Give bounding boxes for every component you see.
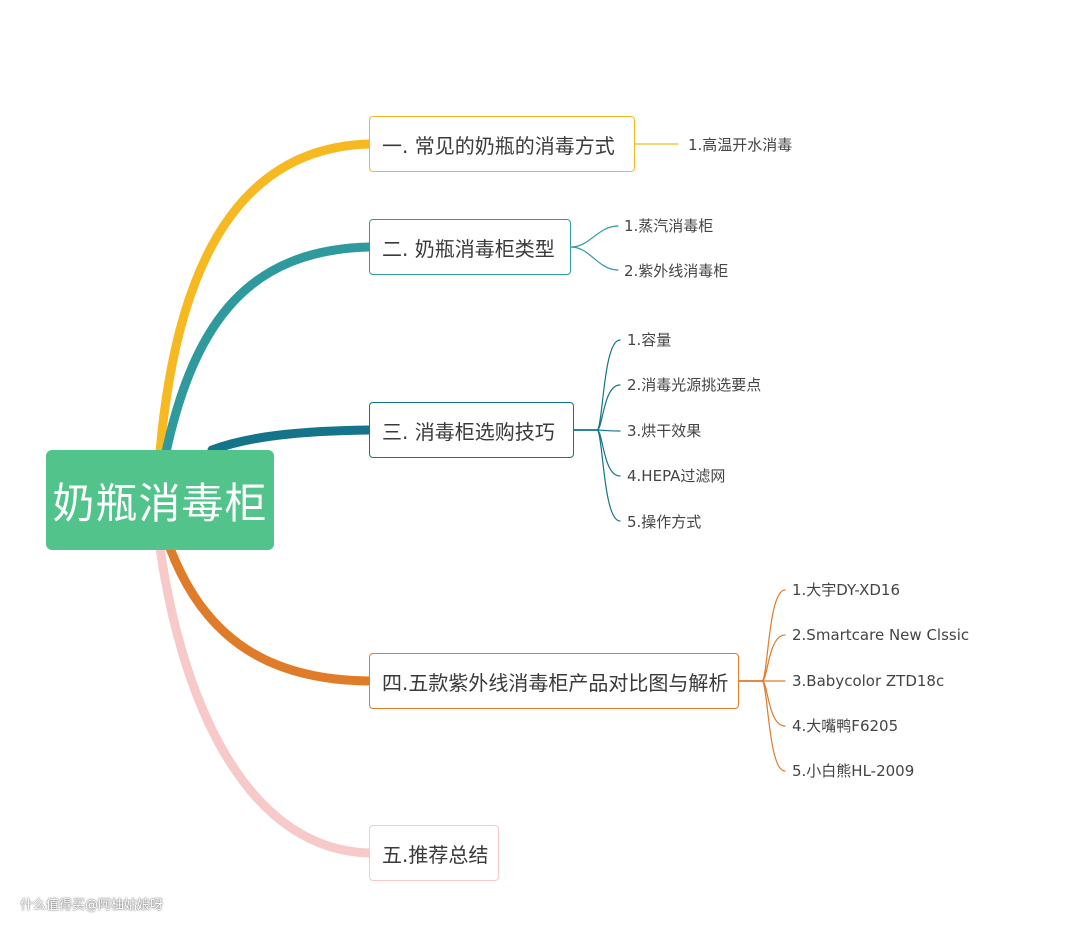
branch-connector-2 xyxy=(161,242,374,457)
leaf-connector-3-4 xyxy=(573,429,621,477)
leaf-connector-3-5 xyxy=(573,429,621,522)
leaf-3-3[interactable]: 3.烘干效果 xyxy=(627,422,702,440)
branch-connector-1 xyxy=(155,139,374,457)
leaf-4-3[interactable]: 3.Babycolor ZTD18c xyxy=(792,672,945,690)
leaf-connector-2-2 xyxy=(570,246,619,271)
branch-node-1[interactable]: 一. 常见的奶瓶的消毒方式 xyxy=(369,116,635,172)
leaf-3-4[interactable]: 4.HEPA过滤网 xyxy=(627,467,726,485)
leaf-connector-2-1 xyxy=(570,225,619,248)
leaf-connector-3-2 xyxy=(573,384,621,431)
branch-connector-4 xyxy=(165,543,374,686)
leaf-3-5[interactable]: 5.操作方式 xyxy=(627,513,702,531)
leaf-1-1[interactable]: 1.高温开水消毒 xyxy=(688,136,793,154)
leaf-connector-4-4 xyxy=(738,680,786,727)
leaf-connector-3-1 xyxy=(573,339,621,431)
leaf-4-1[interactable]: 1.大宇DY-XD16 xyxy=(792,581,901,599)
branch-node-2[interactable]: 二. 奶瓶消毒柜类型 xyxy=(369,219,571,275)
leaf-connector-4-2 xyxy=(738,634,786,682)
root-node[interactable]: 奶瓶消毒柜 xyxy=(46,450,274,550)
branch-node-3[interactable]: 三. 消毒柜选购技巧 xyxy=(369,402,574,458)
branch-node-5[interactable]: 五.推荐总结 xyxy=(369,825,499,881)
leaf-connector-4-1 xyxy=(738,589,786,682)
branch-connector-3 xyxy=(207,425,374,455)
leaf-2-1[interactable]: 1.蒸汽消毒柜 xyxy=(624,217,714,235)
leaf-2-2[interactable]: 2.紫外线消毒柜 xyxy=(624,262,729,280)
branch-node-4[interactable]: 四.五款紫外线消毒柜产品对比图与解析 xyxy=(369,653,739,709)
branch-connector-5 xyxy=(155,543,374,858)
leaf-3-1[interactable]: 1.容量 xyxy=(627,331,672,349)
leaf-4-2[interactable]: 2.Smartcare New Clssic xyxy=(792,626,970,644)
leaf-connector-4-5 xyxy=(738,680,786,772)
watermark: 什么值得买@阿柚姑娘呀 xyxy=(20,898,164,913)
leaf-4-5[interactable]: 5.小白熊HL-2009 xyxy=(792,762,915,780)
leaf-4-4[interactable]: 4.大嘴鸭F6205 xyxy=(792,717,899,735)
leaf-3-2[interactable]: 2.消毒光源挑选要点 xyxy=(627,376,762,394)
